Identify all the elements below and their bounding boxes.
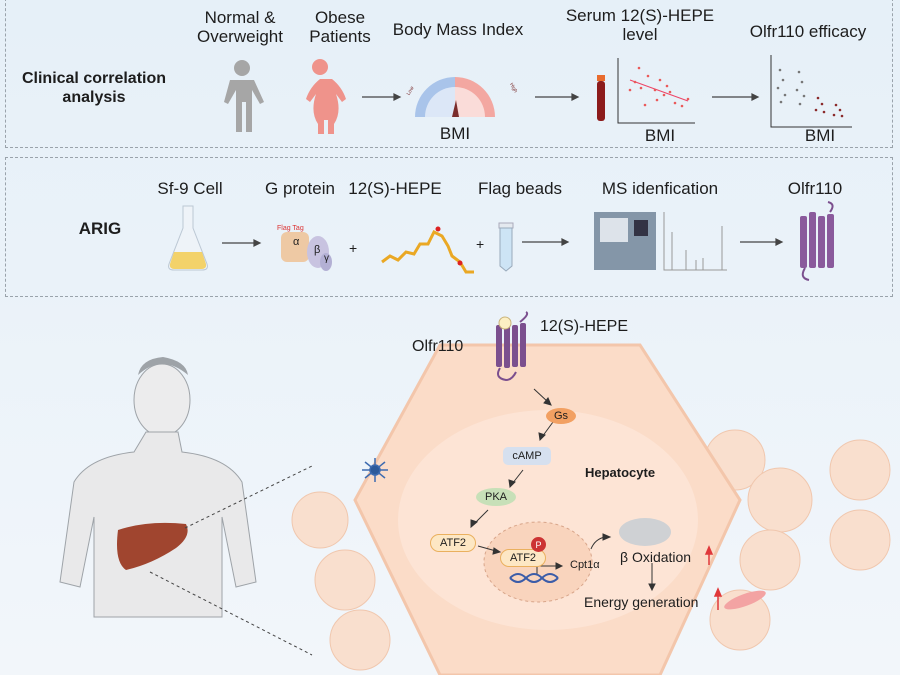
immune-cell-icon [362,458,388,482]
serum-scatter-plot [617,58,695,124]
liver-icon [117,522,188,570]
energy-generation-label: Energy generation [584,594,699,610]
plus-1: + [349,240,358,256]
atf2-node: ATF2 [430,534,476,552]
hepe-ligand-icon [498,316,512,330]
human-figure [59,363,257,618]
clinical-title: Clinical correlation analysis [21,70,167,106]
serum-xlabel: BMI [644,126,676,145]
normal-person-icon [224,60,264,132]
flag-tag-label: Flag Tag [277,225,304,232]
step-sf9: Sf-9 Cell [157,179,223,198]
obese-label: Obese Patients [309,8,371,46]
dna-icon [509,573,559,583]
bmi-title: Body Mass Index [392,20,524,39]
serum-title: Serum 12(S)-HEPE level [565,6,715,44]
beta-label: β [314,244,321,256]
olfr110-receptor-icon [800,201,834,281]
mitochondrion-icon [619,518,671,546]
efficacy-xlabel: BMI [804,126,836,145]
obese-person-icon [306,59,346,134]
g-protein-icon [281,232,332,271]
gauge-bmi-label: BMI [439,124,471,143]
step-hepe: 12(S)-HEPE [348,179,442,198]
gene-label: Cpt1α [570,559,600,571]
atf2-phospho-node: ATF2 [500,549,546,567]
step-gprotein: G protein [265,179,335,198]
background-cells [291,429,891,671]
alpha-label: α [293,236,300,248]
flag-beads-tube-icon [498,222,514,272]
step-flag-beads: Flag beads [477,179,563,198]
ms-instrument-icon [594,212,727,271]
gs-node: Gs [546,408,576,424]
olfr110-membrane-receptor-icon [496,311,529,382]
pka-node: PKA [476,488,516,506]
step-olfr110: Olfr110 [787,179,843,198]
clinical-panel [5,0,893,148]
hepe-molecule-icon [381,229,474,274]
flask-icon [168,205,208,271]
muscle-cell-icon [724,590,766,610]
efficacy-scatter-plot [770,55,852,128]
arig-panel [5,157,893,297]
bmi-gauge-icon [415,77,495,117]
gamma-label: γ [324,253,329,264]
plus-2: + [476,236,485,252]
beta-oxidation-label: β Oxidation [620,549,692,565]
arig-title: ARIG [78,219,122,238]
efficacy-title: Olfr110 efficacy [749,22,867,41]
step-ms: MS idenfication [601,179,719,198]
normal-label: Normal & Overweight [197,8,283,46]
camp-node: cAMP [503,447,551,465]
receptor-label: Olfr110 [412,338,464,355]
phospho-badge: P [531,537,546,552]
hepatocyte-label: Hepatocyte [585,465,656,480]
blood-tube-icon [597,75,605,121]
ligand-label: 12(S)-HEPE [540,318,629,335]
